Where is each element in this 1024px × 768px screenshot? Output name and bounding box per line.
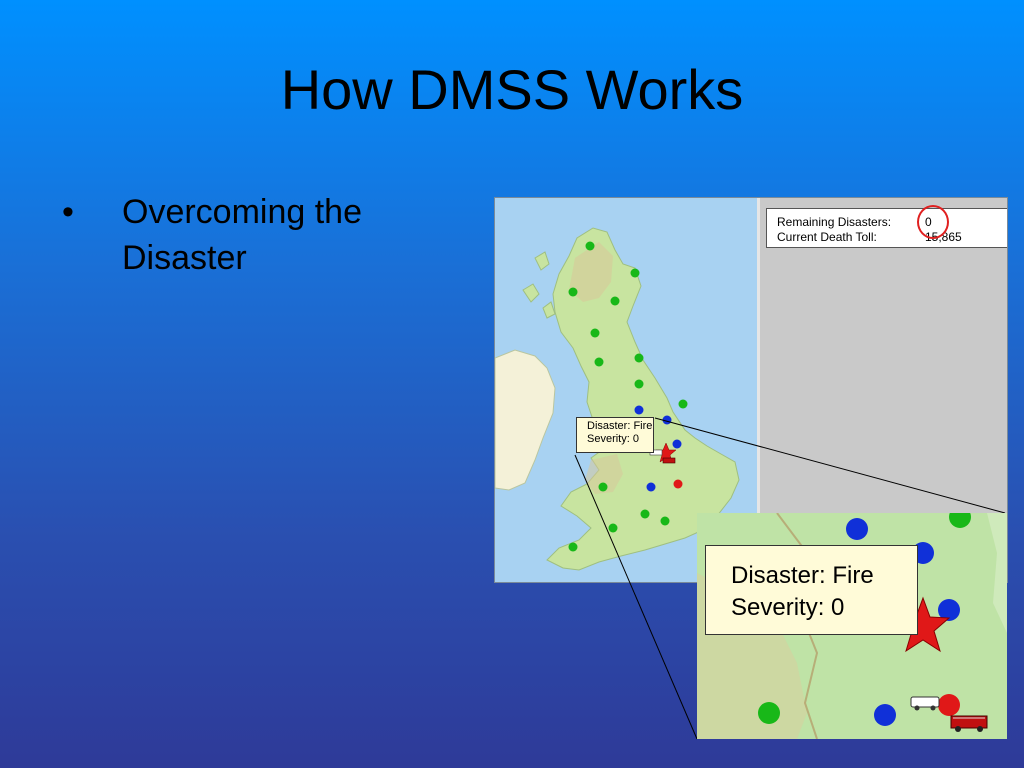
zoom-tooltip-severity: Severity: 0 — [731, 594, 845, 621]
tooltip-disaster-label: Disaster: Fire — [587, 420, 653, 432]
zoom-tooltip-disaster: Disaster: Fire — [731, 562, 874, 589]
highlight-circle — [917, 205, 949, 239]
fire-truck-icon — [662, 457, 676, 464]
zoom-inset: Disaster: Fire Severity: 0 — [697, 513, 1007, 739]
disaster-tooltip-zoomed: Disaster: Fire Severity: 0 — [705, 545, 918, 635]
ireland-landmass — [495, 349, 556, 491]
fire-truck-icon — [950, 715, 988, 732]
slide-title: How DMSS Works — [280, 58, 744, 121]
stats-box: Remaining Disasters: 0 Current Death Tol… — [766, 205, 1007, 248]
bullet-text: Overcoming the Disaster — [122, 193, 362, 277]
bullet-dot-icon: • — [62, 193, 74, 231]
highlands-shading — [569, 242, 613, 302]
disaster-tooltip-small: Disaster: Fire Severity: 0 — [576, 417, 654, 453]
islands — [522, 251, 556, 319]
death-toll-label: Current Death Toll: — [777, 230, 877, 244]
remaining-disasters-label: Remaining Disasters: — [777, 215, 892, 229]
ambulance-icon — [910, 696, 940, 711]
tooltip-severity-label: Severity: 0 — [587, 433, 639, 445]
zoom-coast — [987, 513, 1007, 633]
